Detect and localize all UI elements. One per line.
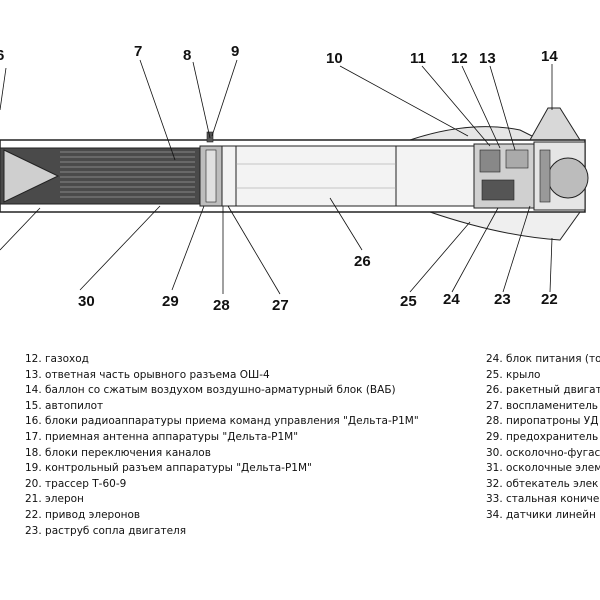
nozzle-23	[539, 149, 551, 203]
legend-item: 19. контрольный разъем аппаратуры "Дельт…	[25, 462, 312, 475]
callout-25: 25	[400, 293, 417, 310]
legend-item: 22. привод элеронов	[25, 508, 141, 521]
callout-27: 27	[272, 297, 289, 314]
legend-item: 20. трассер Т-60-9	[25, 477, 127, 490]
callout-23: 23	[494, 291, 511, 308]
shaped-charge-cone	[3, 149, 60, 203]
callout-24: 24	[443, 291, 460, 308]
legend-item: 17. приемная антенна аппаратуры "Дельта-…	[25, 430, 299, 443]
legend-item: 21. элерон	[25, 493, 84, 506]
callout-30: 30	[78, 293, 95, 310]
igniter-insert	[205, 149, 217, 203]
legend-item: 32. обтекатель элек	[486, 477, 599, 490]
power-unit-24	[479, 149, 501, 173]
tail-fin-14	[529, 107, 581, 141]
legend-item: 13. ответная часть орывного разъема ОШ-4	[25, 368, 270, 381]
callout-28: 28	[213, 297, 230, 314]
callout-7: 7	[134, 43, 142, 60]
legend-item: 34. датчики линейн	[486, 508, 596, 521]
callout-22: 22	[541, 291, 558, 308]
legend-item: 26. ракетный двигат	[486, 384, 600, 397]
callout-8: 8	[183, 47, 191, 64]
leader-lines	[0, 59, 553, 295]
air-bottle	[547, 157, 589, 199]
legend-list-left: 12. газоход 13. ответная часть орывного …	[25, 352, 465, 539]
legend-list-right: 24. блок питания (то 25. крыло 26. ракет…	[486, 352, 600, 524]
fragment-elements	[60, 151, 195, 198]
legend-item: 29. предохранитель	[486, 430, 599, 443]
legend-item: 27. воспламенитель	[486, 399, 598, 412]
legend-item: 12. газоход	[25, 353, 89, 365]
callout-14: 14	[541, 48, 558, 65]
legend-item: 25. крыло	[486, 368, 541, 381]
legend-item: 28. пиропатроны УД	[486, 415, 599, 428]
legend-item: 15. автопилот	[25, 399, 104, 412]
legend-item: 14. баллон со сжатым воздухом воздушно-а…	[25, 384, 396, 397]
legend-item: 24. блок питания (то	[486, 353, 600, 365]
lower-wing	[429, 211, 581, 241]
legend-item: 16. блоки радиоаппаратуры приема команд …	[25, 415, 419, 428]
callout-9: 9	[231, 43, 239, 60]
radio-block	[481, 179, 515, 201]
legend-item: 30. осколочно-фугас	[486, 446, 600, 459]
callout-13: 13	[479, 50, 496, 67]
callout-12: 12	[451, 50, 468, 67]
callout-11: 11	[410, 50, 426, 67]
legend-item: 23. раструб сопла двигателя	[25, 524, 187, 537]
upper-wing-fin	[409, 126, 541, 141]
callout-6: 6	[0, 47, 4, 64]
callout-26: 26	[354, 253, 371, 270]
rocket-motor-26	[221, 145, 475, 207]
legend-item: 18. блоки переключения каналов	[25, 446, 211, 459]
callout-29: 29	[162, 293, 179, 310]
legend-item: 33. стальная кониче	[486, 493, 600, 506]
missile-cutaway-diagram: 6 7 8 9 10 11 12 13 14 26 30 29 28 27 25…	[0, 43, 589, 314]
callout-10: 10	[326, 50, 343, 67]
legend-item: 31. осколочные элем	[486, 462, 600, 475]
connector-block	[505, 149, 529, 169]
